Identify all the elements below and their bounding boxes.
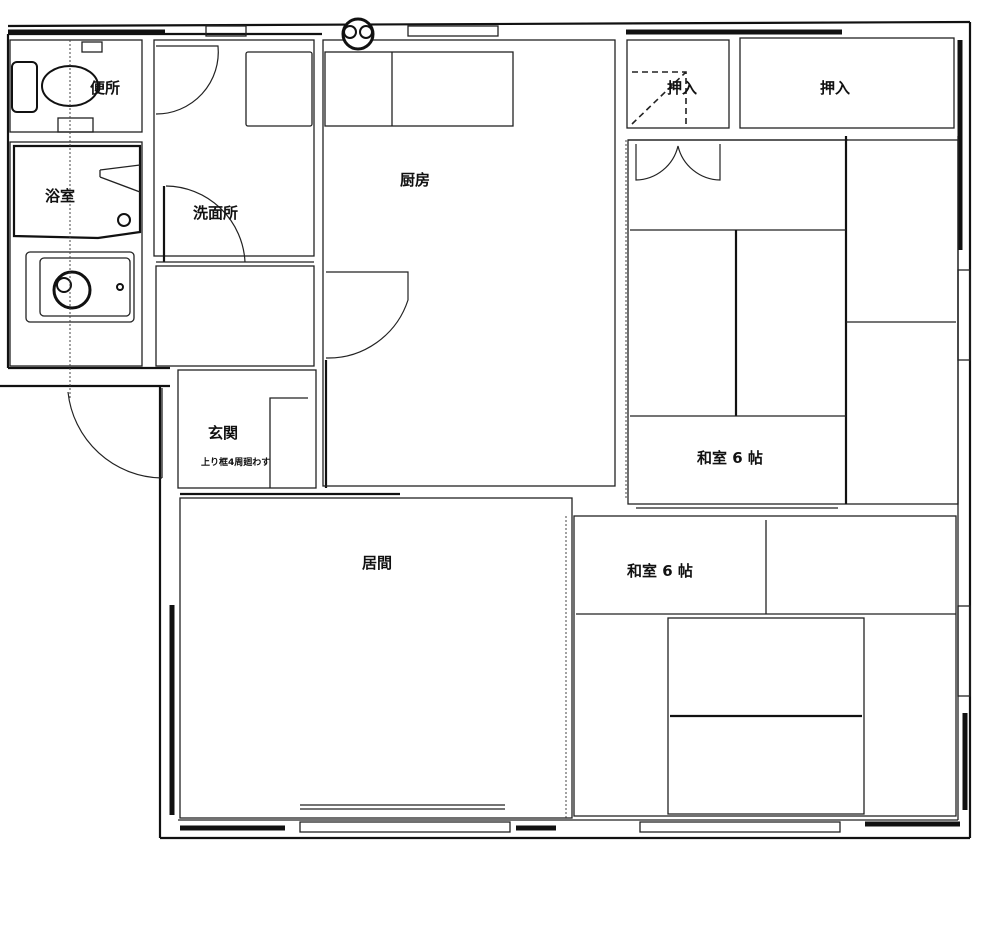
heavy-wall-bars: [8, 29, 968, 831]
entrance: [177, 360, 400, 496]
room-label-washitsu-upper: 和室 6 帖: [697, 449, 763, 467]
washroom: [153, 39, 315, 367]
room-label-closet-large: 押入: [820, 79, 850, 97]
entry-door-swing: [67, 391, 163, 479]
exterior-walls: [0, 20, 972, 840]
room-label-kitchen: 厨房: [400, 171, 430, 189]
living-room: [179, 497, 573, 819]
room-label-closet-small: 押入: [667, 79, 697, 97]
room-label-entrance: 玄関: [208, 424, 238, 442]
room-label-toilet: 便所: [90, 79, 120, 97]
room-label-washitsu-lower: 和室 6 帖: [627, 562, 693, 580]
washitsu-lower: [565, 507, 957, 820]
closets: [626, 37, 955, 181]
room-label-washroom: 洗面所: [193, 204, 238, 222]
toilet-room: [9, 39, 143, 133]
room-label-living: 居間: [362, 554, 392, 572]
window-markers: [205, 25, 971, 833]
room-label-bath: 浴室: [45, 187, 75, 205]
bath-room: [9, 40, 143, 400]
entrance-note: 上り框4周廻わす: [201, 456, 270, 468]
kitchen: [322, 17, 616, 487]
washitsu-upper: [625, 136, 959, 505]
